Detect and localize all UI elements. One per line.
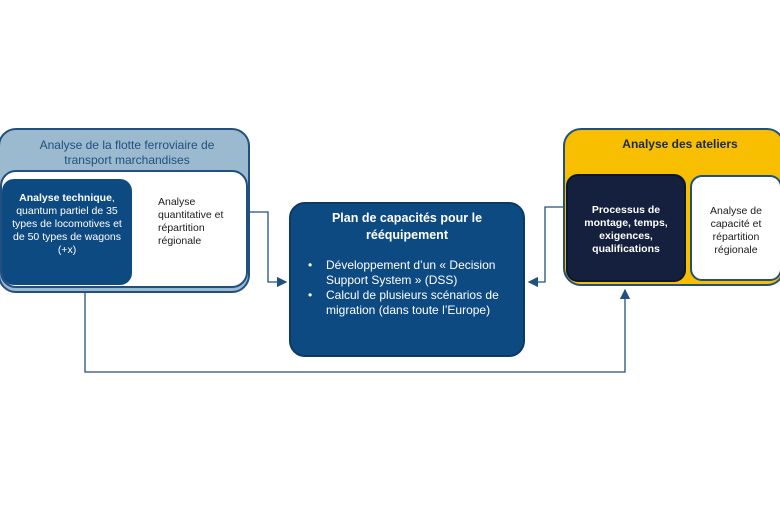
capacity-plan-bullets: Développement d’un « Decision Support Sy… xyxy=(308,258,520,318)
capacity-plan-title: Plan de capacités pour le rééquipement xyxy=(331,211,483,242)
capacity-analysis-box: Analyse de capacité et répartition régio… xyxy=(690,175,780,281)
technical-analysis-text: , quantum partiel de 35 types de locomot… xyxy=(12,192,122,256)
arrow-fleet-to-plan xyxy=(250,211,288,288)
bullet-migration-scenarios: Calcul de plusieurs scénarios de migrati… xyxy=(308,288,520,318)
arrow-workshops-to-plan xyxy=(527,206,563,288)
arrow-technical-to-workshops xyxy=(84,285,631,373)
fleet-analysis-title: Analyse de la flotte ferroviaire de tran… xyxy=(39,138,215,167)
quantitative-analysis-text: Analyse quantitative et répartition régi… xyxy=(158,196,224,247)
bullet-dss: Développement d’un « Decision Support Sy… xyxy=(308,258,520,288)
technical-analysis-heading: Analyse technique xyxy=(19,192,112,204)
assembly-process-box: Processus de montage, temps, exigences, … xyxy=(566,174,686,282)
technical-analysis-box: Analyse technique, quantum partiel de 35… xyxy=(2,179,132,285)
workshop-analysis-title: Analyse des ateliers xyxy=(622,137,738,151)
